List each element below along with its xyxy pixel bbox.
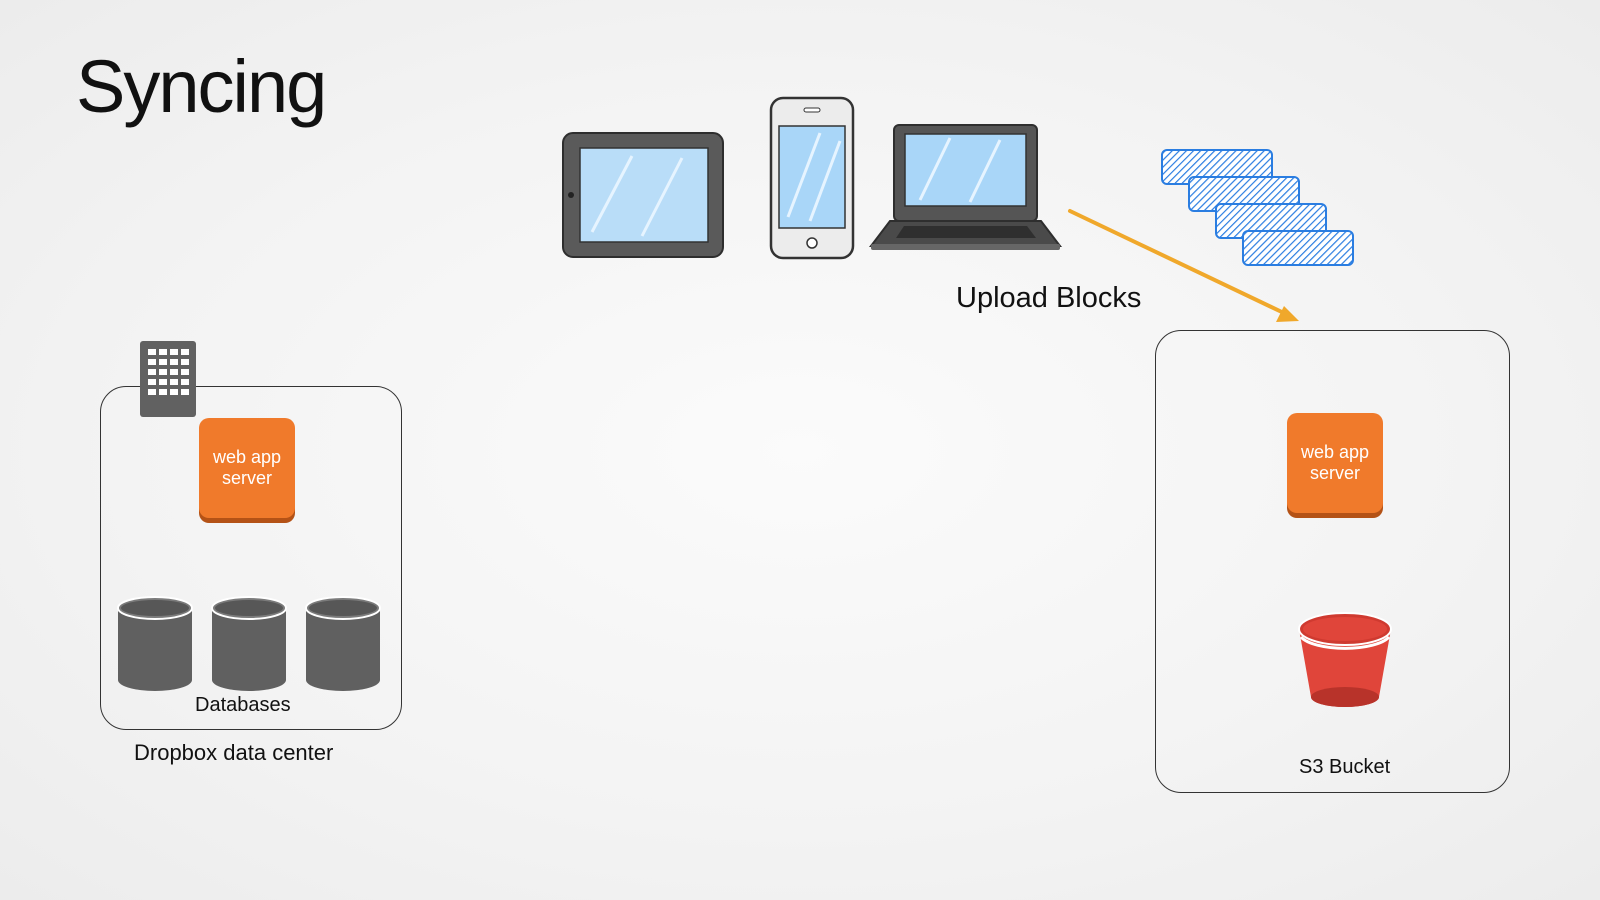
database-icon <box>210 596 288 694</box>
s3-bucket-label: S3 Bucket <box>1299 756 1390 779</box>
phone-icon <box>770 97 854 259</box>
block-icon <box>1243 231 1353 265</box>
building-icon <box>140 341 196 417</box>
bucket-icon <box>1297 611 1393 709</box>
laptop-icon <box>870 124 1062 252</box>
upload-blocks-label: Upload Blocks <box>956 282 1141 315</box>
s3-box <box>1155 330 1510 793</box>
web-app-server: web app server <box>1287 413 1383 513</box>
upload-blocks-group <box>1160 148 1356 272</box>
database-icon <box>304 596 382 694</box>
slide-title: Syncing <box>76 44 325 129</box>
databases-label: Databases <box>195 694 291 717</box>
tablet-icon <box>562 132 724 258</box>
database-icon <box>116 596 194 694</box>
data-center-caption: Dropbox data center <box>134 740 333 766</box>
web-app-server: web app server <box>199 418 295 518</box>
